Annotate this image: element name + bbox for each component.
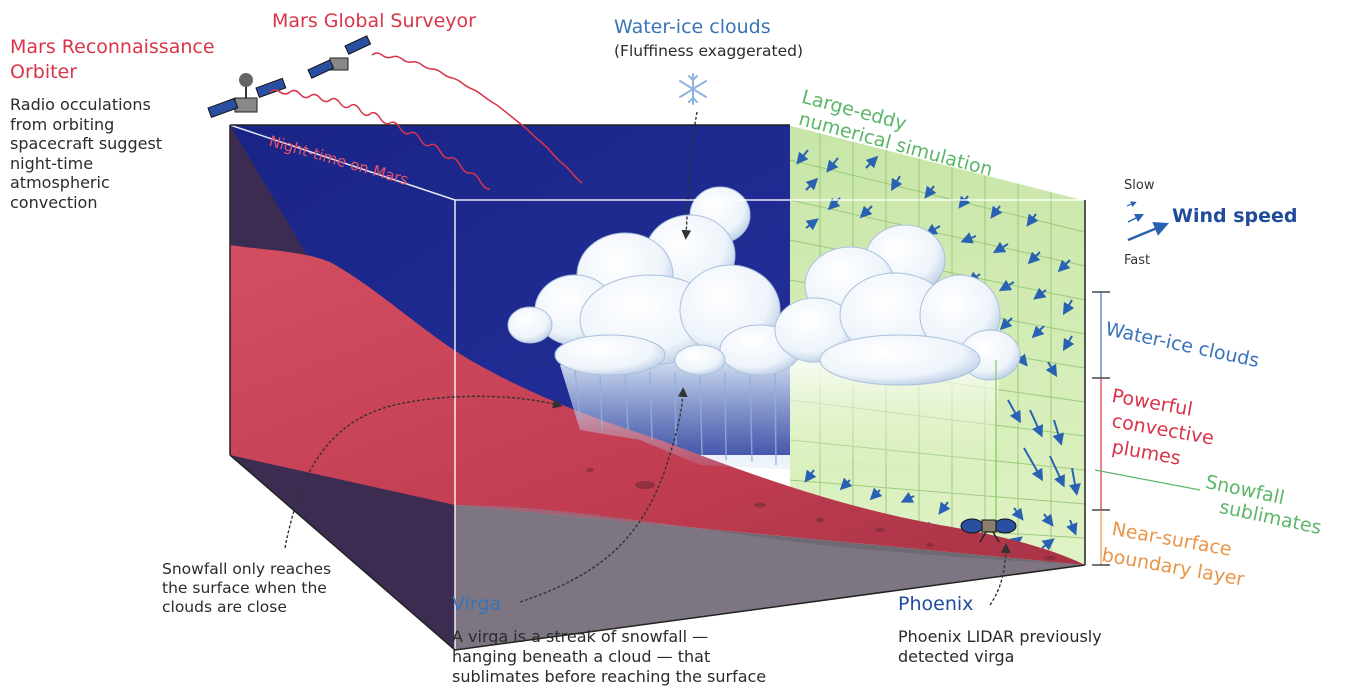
phoenix-description: Phoenix LIDAR previously detected virga [898, 627, 1102, 667]
snowfall-note: Snowfall only reaches the surface when t… [162, 560, 331, 617]
wind-speed-legend-arrows [1127, 203, 1162, 240]
mro-title-line1: Mars Reconnaissance [10, 36, 215, 58]
virga-title: Virga [452, 593, 501, 615]
mro-title-line2: Orbiter [10, 61, 77, 83]
legend-slow: Slow [1124, 178, 1154, 193]
legend-fast: Fast [1124, 253, 1150, 268]
phoenix-title: Phoenix [898, 593, 973, 615]
clouds-note: (Fluffiness exaggerated) [614, 42, 803, 61]
surveyor-satellite-icon [308, 36, 371, 78]
snowflake-icon [680, 74, 706, 104]
virga-description: A virga is a streak of snowfall — hangin… [452, 627, 766, 687]
clouds-title: Water-ice clouds [614, 16, 771, 38]
mgs-title: Mars Global Surveyor [272, 10, 476, 32]
orbiter-satellite-icon [208, 73, 286, 117]
legend-title: Wind speed [1172, 205, 1298, 227]
mro-description: Radio occulations from orbiting spacecra… [10, 95, 162, 212]
